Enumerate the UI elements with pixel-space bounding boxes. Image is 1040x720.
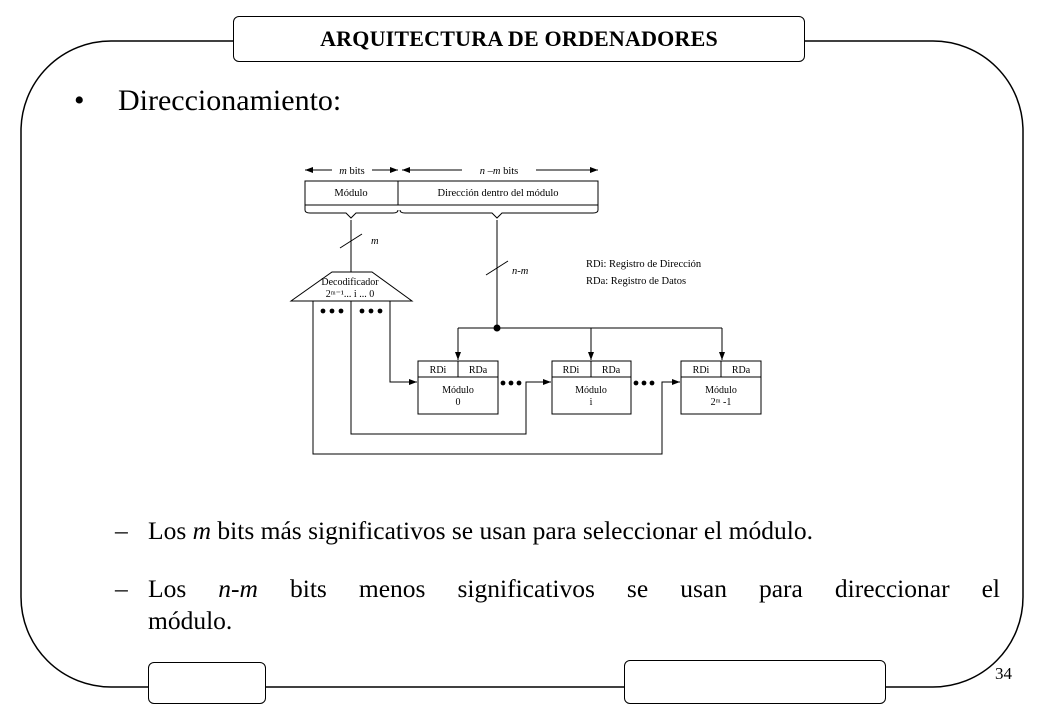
bullet-text: Direccionamiento: bbox=[118, 84, 342, 117]
module-0-rdi: RDi bbox=[430, 365, 447, 376]
m-bits-arrow: m bits bbox=[305, 166, 398, 177]
subpoint-text-post-line1: bits menos significativos se usan para d… bbox=[257, 574, 1001, 603]
bullet-item: • Direccionamiento: bbox=[74, 84, 341, 118]
module-0-name: Módulo bbox=[442, 385, 474, 396]
decoder-ellipsis bbox=[320, 308, 383, 314]
decoder-outputs: 2ᵐ⁻¹... i ... 0 bbox=[326, 289, 374, 300]
field-module-box bbox=[304, 180, 399, 206]
subpoint-nm-bits: – Los n-m bits menos significativos se u… bbox=[115, 573, 1001, 637]
decoder-label: Decodificador bbox=[321, 277, 379, 288]
field-module-label: Módulo bbox=[334, 188, 367, 199]
memory-module-0: RDi RDa Módulo 0 bbox=[417, 360, 499, 415]
subpoint-text-em: m bbox=[192, 516, 212, 545]
legend-rdi: RDi: Registro de Dirección bbox=[586, 259, 702, 270]
svg-text:n –m bits: n –m bits bbox=[480, 166, 519, 177]
nm-bits-suffix: bits bbox=[500, 166, 518, 177]
subpoint-dash: – bbox=[115, 516, 128, 545]
address-bus-lines bbox=[455, 327, 725, 360]
module-last-rdi: RDi bbox=[693, 365, 710, 376]
brace-address bbox=[399, 205, 599, 219]
subpoint-dash: – bbox=[115, 574, 128, 603]
decoder bbox=[289, 271, 414, 302]
field-address-box bbox=[397, 180, 599, 206]
subpoint-text-post: bits más significativos se usan para sel… bbox=[211, 516, 813, 545]
subpoint-text-em: n-m bbox=[218, 574, 258, 603]
module-i-rda: RDa bbox=[602, 365, 621, 376]
bus-nm-label: n-m bbox=[512, 266, 529, 277]
m-bits-suffix: bits bbox=[347, 166, 365, 177]
module-i-name: Módulo bbox=[575, 385, 607, 396]
nm-bits-label: n –m bbox=[480, 166, 501, 177]
field-address-label: Dirección dentro del módulo bbox=[437, 188, 558, 199]
module-last-index: 2ᵐ -1 bbox=[711, 397, 732, 408]
page-number: 34 bbox=[995, 664, 1012, 683]
bullet-dot: • bbox=[74, 84, 85, 117]
subpoint-text-pre: Los bbox=[148, 516, 193, 545]
footer-tab-left bbox=[148, 662, 266, 704]
module-last-rda: RDa bbox=[732, 365, 751, 376]
header-tab: ARQUITECTURA DE ORDENADORES bbox=[233, 16, 805, 62]
nm-bits-arrow: n –m bits bbox=[402, 166, 598, 177]
m-bits-label: m bbox=[339, 166, 347, 177]
module-i-rdi: RDi bbox=[563, 365, 580, 376]
subpoint-text-pre: Los bbox=[148, 574, 219, 603]
module-0-rda: RDa bbox=[469, 365, 488, 376]
legend-rda: RDa: Registro de Datos bbox=[586, 276, 686, 287]
decoder-select-lines bbox=[312, 301, 680, 455]
subpoint-text-post-line2: módulo. bbox=[148, 606, 233, 635]
memory-module-last: RDi RDa Módulo 2ᵐ -1 bbox=[680, 360, 762, 415]
brace-module bbox=[304, 205, 399, 219]
header-title: ARQUITECTURA DE ORDENADORES bbox=[320, 26, 718, 51]
memory-module-i: RDi RDa Módulo i bbox=[551, 360, 632, 415]
module-last-name: Módulo bbox=[705, 385, 737, 396]
bus-m-label: m bbox=[371, 236, 379, 247]
svg-text:m bits: m bits bbox=[339, 166, 364, 177]
module-i-index: i bbox=[590, 397, 593, 408]
module-ellipsis bbox=[500, 380, 655, 386]
footer-tab-right bbox=[624, 660, 886, 704]
subpoint-m-bits: – Los m bits más significativos se usan … bbox=[115, 515, 1008, 547]
module-0-index: 0 bbox=[456, 397, 461, 408]
